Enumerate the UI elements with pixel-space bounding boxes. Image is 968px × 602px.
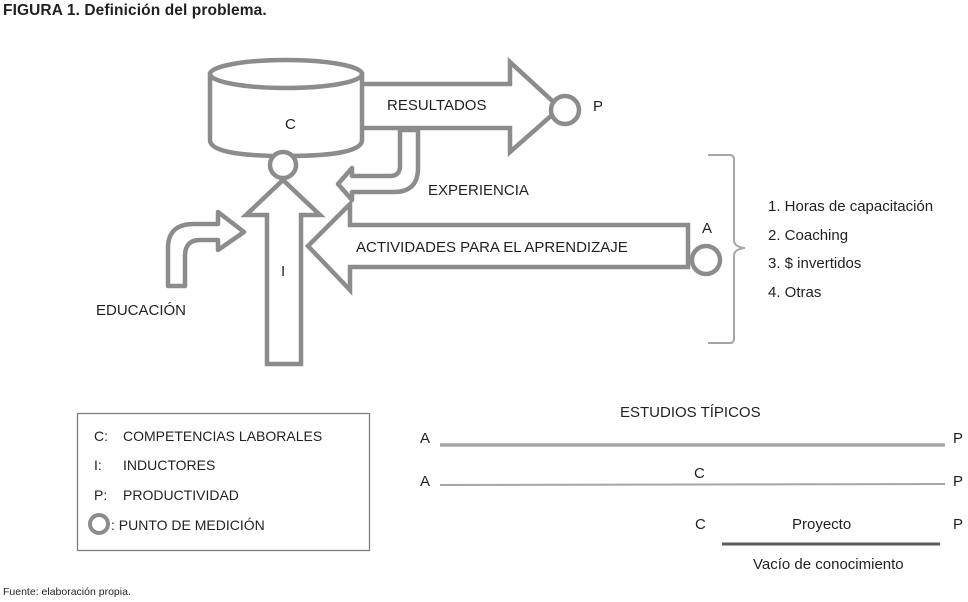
legend-label: PRODUCTIVIDAD xyxy=(123,487,239,503)
productividad-label: P xyxy=(593,98,603,115)
activity-item: 2. Coaching xyxy=(768,227,848,244)
inductores-arrow xyxy=(240,176,326,367)
resultados-arrow xyxy=(337,56,564,157)
resultados-label: RESULTADOS xyxy=(387,97,486,114)
experiencia-arrow xyxy=(335,127,421,203)
legend-key: P: xyxy=(94,487,107,503)
study2-middle: C xyxy=(694,465,705,482)
legend-key: C: xyxy=(94,428,108,444)
study2-line xyxy=(439,483,946,486)
activity-item: 1. Horas de capacitación xyxy=(768,198,933,215)
study1-end: P xyxy=(953,430,963,447)
actividades-label: ACTIVIDADES PARA EL APRENDIZAJE xyxy=(356,239,628,256)
legend-label: : PUNTO DE MEDICIÓN xyxy=(111,517,265,533)
study3-middle: Proyecto xyxy=(792,516,851,533)
actividades-point-icon xyxy=(689,243,723,277)
brace-icon xyxy=(708,154,746,344)
productividad-point-icon xyxy=(548,93,582,127)
competencias-point-icon xyxy=(267,149,299,181)
studies-title: ESTUDIOS TÍPICOS xyxy=(620,404,761,421)
competencias-cylinder xyxy=(207,57,365,159)
actividades-arrow xyxy=(304,198,691,296)
knowledge-gap-label: Vacío de conocimiento xyxy=(753,556,904,573)
competencias-label: C xyxy=(285,116,296,133)
experiencia-label: EXPERIENCIA xyxy=(428,182,529,199)
legend-label: COMPETENCIAS LABORALES xyxy=(123,428,322,444)
activity-item: 4. Otras xyxy=(768,284,821,301)
legend-key: I: xyxy=(94,457,102,473)
educacion-label: EDUCACIÓN xyxy=(96,302,186,319)
study2-start: A xyxy=(420,473,430,490)
study3-start: C xyxy=(695,516,706,533)
study3-end: P xyxy=(953,516,963,533)
figure-source: Fuente: elaboración propia. xyxy=(3,586,131,598)
legend-box xyxy=(76,412,371,552)
educacion-arrow xyxy=(165,209,247,289)
actividades-point-label: A xyxy=(702,220,712,237)
study2-end: P xyxy=(953,473,963,490)
legend-label: INDUCTORES xyxy=(123,457,215,473)
activity-item: 3. $ invertidos xyxy=(768,255,861,272)
study1-start: A xyxy=(420,430,430,447)
inductores-label: I xyxy=(281,263,285,280)
measurement-circle-icon xyxy=(88,513,110,535)
figure-title: FIGURA 1. Definición del problema. xyxy=(3,2,267,19)
